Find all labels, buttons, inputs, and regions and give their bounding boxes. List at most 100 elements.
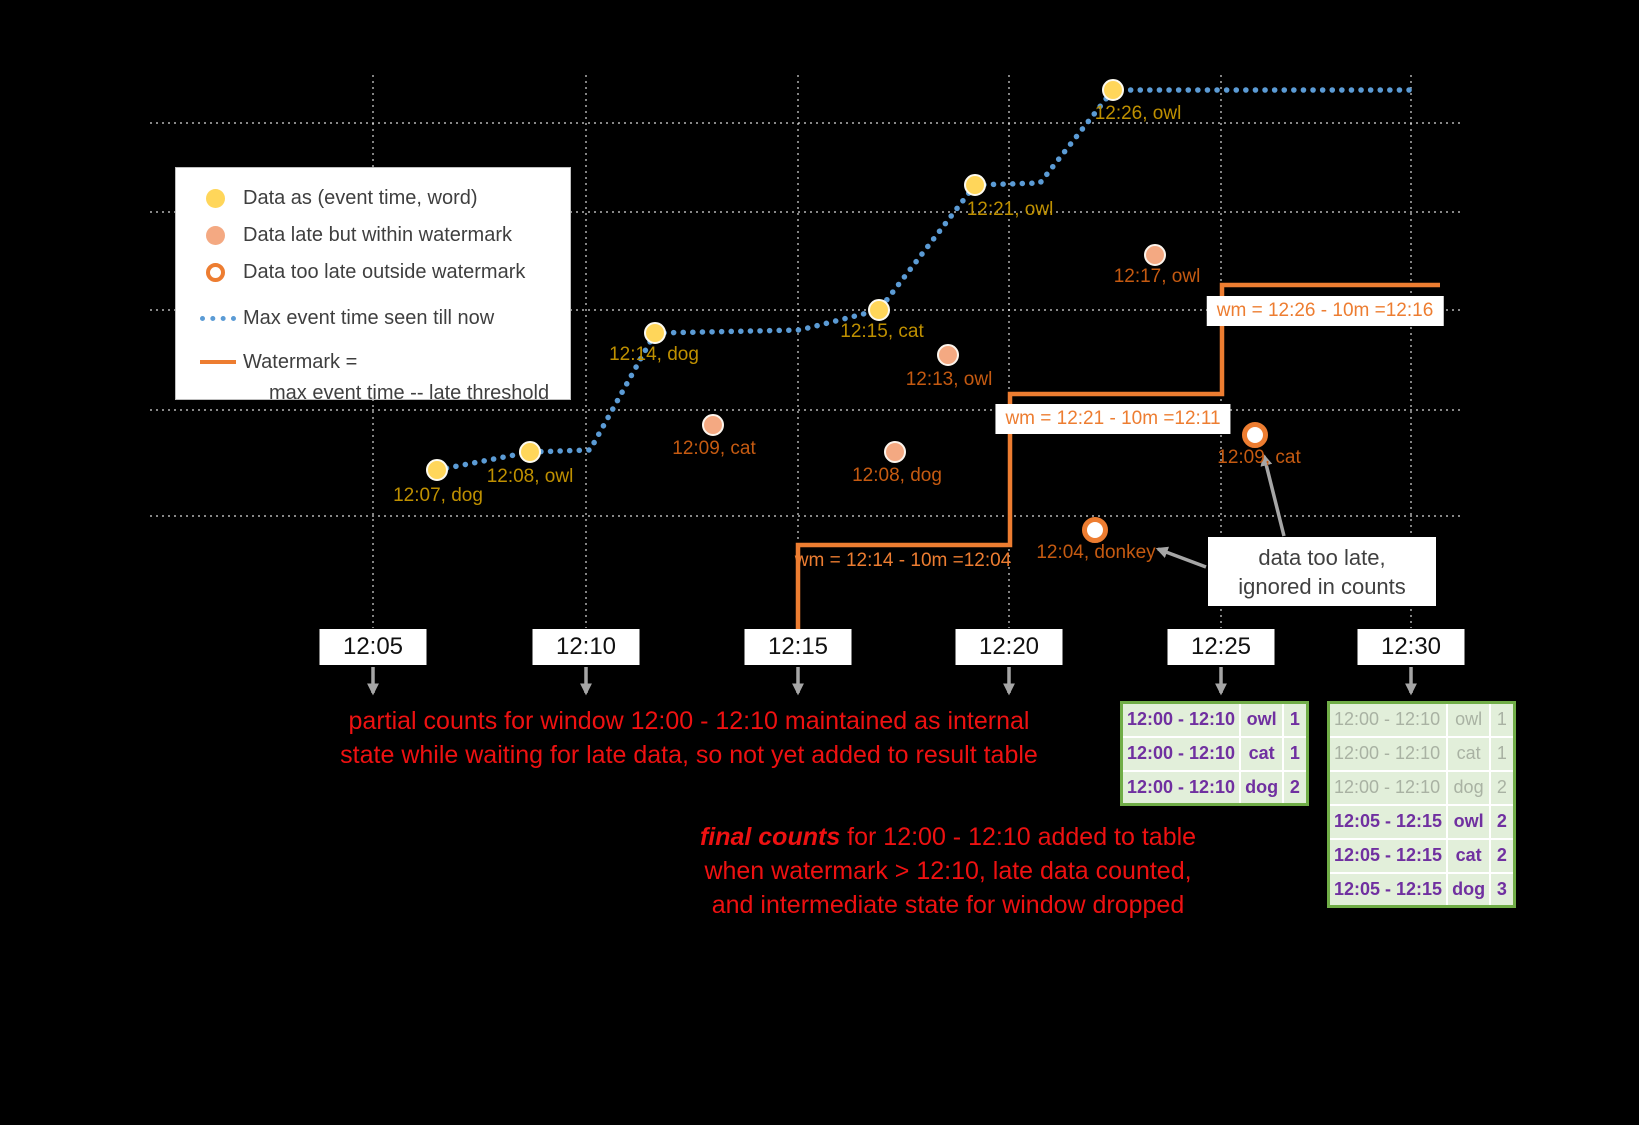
window-cell: 12:05 - 12:15: [1327, 837, 1449, 874]
count-cell: 2: [1489, 803, 1516, 840]
legend-label: Data too late outside watermark: [243, 261, 526, 283]
axis-tick-label: 12:15: [744, 629, 852, 665]
word-cell: dog: [1239, 769, 1285, 806]
data-point-label: 12:08, dog: [852, 465, 942, 486]
note-line: final counts for 12:00 - 12:10 added to …: [700, 820, 1196, 854]
window-cell: 12:00 - 12:10: [1120, 769, 1242, 806]
legend: Data as (event time, word) Data late but…: [175, 167, 571, 404]
note-line-rest: for 12:00 - 12:10 added to table: [840, 823, 1197, 851]
word-cell: owl: [1446, 701, 1492, 738]
data-point-label: 12:21, owl: [966, 199, 1054, 220]
too-late-pointer-arrow: [1155, 546, 1207, 569]
note-line: when watermark > 12:10, late data counte…: [704, 857, 1192, 885]
data-point-label: 12:09, cat: [672, 438, 756, 459]
data-point-label: 12:08, owl: [486, 466, 574, 487]
word-cell: cat: [1446, 837, 1492, 874]
window-cell: 12:00 - 12:10: [1327, 769, 1449, 806]
legend-item-late: Data late but within watermark: [200, 217, 570, 254]
watermark-value-label: wm = 12:14 - 10m =12:04: [794, 550, 1012, 571]
window-cell: 12:00 - 12:10: [1120, 735, 1242, 772]
legend-item-max-event-time: Max event time seen till now: [200, 301, 570, 335]
legend-item-on-time: Data as (event time, word): [200, 180, 570, 217]
window-cell: 12:05 - 12:15: [1327, 803, 1449, 840]
legend-label: Watermark =: [243, 350, 358, 373]
count-cell: 1: [1489, 735, 1516, 772]
data-point-too-late: [1242, 422, 1268, 448]
axis-tick-label: 12:30: [1357, 629, 1465, 665]
data-point-too-late: [1082, 517, 1108, 543]
word-cell: cat: [1446, 735, 1492, 772]
data-point-label: 12:17, owl: [1113, 266, 1201, 287]
axis-tick-label: 12:25: [1167, 629, 1275, 665]
watermark-line-icon: [200, 360, 236, 364]
legend-item-too-late: Data too late outside watermark: [200, 254, 570, 291]
data-point-late: [937, 344, 959, 366]
count-cell: 2: [1489, 837, 1516, 874]
data-point-label: 12:07, dog: [393, 485, 483, 506]
legend-label: Data late but within watermark: [243, 224, 513, 246]
too-late-point-icon: [206, 263, 225, 282]
late-point-icon: [206, 226, 225, 245]
data-point-late: [1144, 244, 1166, 266]
legend-label: Max event time seen till now: [243, 306, 495, 329]
window-cell: 12:00 - 12:10: [1327, 701, 1449, 738]
count-cell: 1: [1489, 701, 1516, 738]
axis-tick-label: 12:05: [319, 629, 427, 665]
window-cell: 12:00 - 12:10: [1120, 701, 1242, 738]
note-emphasis: final counts: [699, 823, 841, 851]
note-line: ignored in counts: [1238, 573, 1406, 599]
note-line: and intermediate state for window droppe…: [711, 891, 1185, 919]
data-point-on-time: [644, 322, 666, 344]
word-cell: dog: [1446, 871, 1492, 908]
data-point-on-time: [1102, 79, 1124, 101]
count-cell: 2: [1282, 769, 1309, 806]
data-point-on-time: [519, 441, 541, 463]
legend-label: max event time -- late threshold: [269, 382, 550, 404]
count-cell: 1: [1282, 701, 1309, 738]
note-line: data too late,: [1258, 544, 1386, 570]
note-line: state while waiting for late data, so no…: [340, 741, 1038, 769]
watermark-value-label: wm = 12:26 - 10m =12:16: [1206, 296, 1444, 326]
data-point-label: 12:26, owl: [1094, 103, 1182, 124]
watermark-step-line: [795, 282, 1440, 631]
note-final-counts: final counts for 12:00 - 12:10 added to …: [700, 820, 1196, 922]
count-cell: 2: [1489, 769, 1516, 806]
data-point-on-time: [964, 174, 986, 196]
data-point-late: [702, 414, 724, 436]
count-cell: 1: [1282, 735, 1309, 772]
on-time-point-icon: [206, 189, 225, 208]
data-point-label: 12:15, cat: [840, 321, 924, 342]
axis-tick-label: 12:20: [955, 629, 1063, 665]
too-late-pointer-arrow: [1260, 453, 1286, 537]
note-line: partial counts for window 12:00 - 12:10 …: [348, 707, 1030, 735]
word-cell: cat: [1239, 735, 1285, 772]
data-point-label: 12:09, cat: [1217, 447, 1301, 468]
max-event-time-line: [434, 87, 1421, 473]
data-point-late: [884, 441, 906, 463]
count-cell: 3: [1489, 871, 1516, 908]
legend-item-watermark: Watermark =: [200, 345, 570, 379]
data-point-label: 12:13, owl: [905, 369, 993, 390]
data-point-on-time: [426, 459, 448, 481]
data-point-label: 12:04, donkey: [1036, 542, 1156, 563]
axis-tick-label: 12:10: [532, 629, 640, 665]
word-cell: dog: [1446, 769, 1492, 806]
watermark-value-label: wm = 12:21 - 10m =12:11: [995, 404, 1231, 434]
legend-label: Data as (event time, word): [243, 187, 478, 209]
data-point-on-time: [868, 299, 890, 321]
note-partial-counts: partial counts for window 12:00 - 12:10 …: [340, 704, 1038, 772]
data-point-label: 12:14, dog: [609, 344, 699, 365]
word-cell: owl: [1446, 803, 1492, 840]
